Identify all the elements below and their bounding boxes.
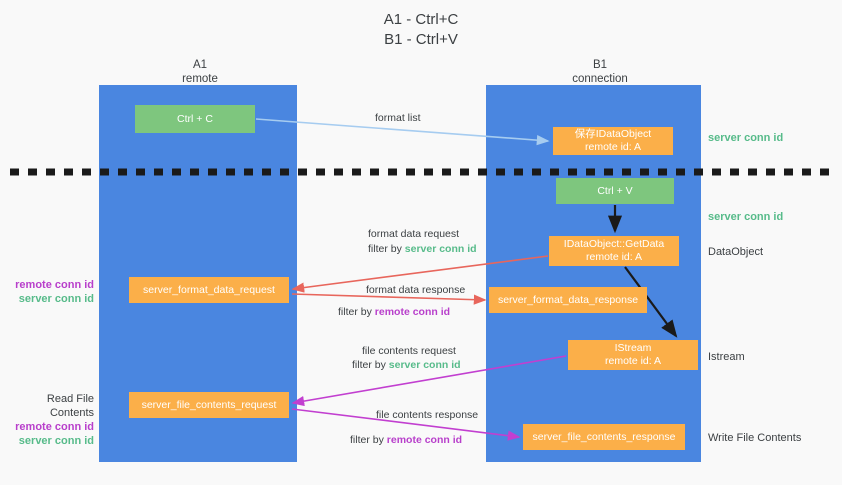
box-istream[interactable]: IStream remote id: A xyxy=(568,340,698,370)
label-format-data-response: format data response xyxy=(366,284,466,296)
box-save-idataobject-line2: remote id: A xyxy=(584,141,642,153)
filter-remote-conn-id-1: remote conn id xyxy=(374,306,451,318)
box-istream-line1: IStream xyxy=(614,342,652,354)
box-ctrl-c-label: Ctrl + C xyxy=(177,112,213,125)
annotation-write-file-contents: Write File Contents xyxy=(708,432,802,444)
box-getdata-line1: IDataObject::GetData xyxy=(563,238,665,250)
page-title: A1 - Ctrl+C B1 - Ctrl+V xyxy=(0,10,842,50)
column-header-a1: A1 remote xyxy=(120,58,280,86)
column-b1-role: connection xyxy=(572,73,628,85)
annotation-server-conn-id-top: server conn id xyxy=(708,132,784,144)
label-format-data-request: format data request xyxy=(368,228,460,240)
label-file-contents-response-filter: filter by remote conn id xyxy=(350,434,462,447)
annotation-dataobject: DataObject xyxy=(708,246,764,258)
column-header-b1: B1 connection xyxy=(520,58,680,86)
box-server-file-contents-response[interactable]: server_file_contents_response xyxy=(523,424,685,450)
title-line-2: B1 - Ctrl+V xyxy=(384,31,458,48)
filter-remote-conn-id-2: remote conn id xyxy=(386,434,463,446)
box-idataobject-getdata[interactable]: IDataObject::GetData remote id: A xyxy=(549,236,679,266)
label-format-list: format list xyxy=(375,112,421,124)
filter-by-text-3: filter by xyxy=(352,359,386,371)
box-server-format-data-response[interactable]: server_format_data_response xyxy=(489,287,647,313)
label-format-data-response-filter: filter by remote conn id xyxy=(338,306,450,319)
box-ctrl-v[interactable]: Ctrl + V xyxy=(556,178,674,204)
box-getdata-line2: remote id: A xyxy=(585,251,643,263)
box-ctrl-v-label: Ctrl + V xyxy=(597,184,633,197)
box-server-file-contents-request[interactable]: server_file_contents_request xyxy=(129,392,289,418)
box-server-file-contents-response-label: server_file_contents_response xyxy=(532,430,676,443)
title-line-1: A1 - Ctrl+C xyxy=(383,11,459,28)
filter-by-text-1: filter by xyxy=(368,243,402,255)
box-istream-line2: remote id: A xyxy=(604,355,662,367)
box-save-idataobject[interactable]: 保存IDataObject remote id: A xyxy=(553,127,673,155)
left-annotation-file: Read File Contents remote conn id server… xyxy=(0,392,94,448)
label-file-contents-request-filter: filter by server conn id xyxy=(352,359,461,372)
left-annotation-server-conn-id-2: server conn id xyxy=(18,435,94,447)
left-annotation-format: remote conn id server conn id xyxy=(0,278,94,306)
left-annotation-remote-conn-id-1: remote conn id xyxy=(15,279,94,291)
left-annotation-read-file-contents: Read File Contents xyxy=(46,393,94,419)
label-file-contents-request: file contents request xyxy=(362,345,456,357)
filter-by-text-2: filter by xyxy=(338,306,372,318)
annotation-istream: Istream xyxy=(708,351,745,363)
column-a1-name: A1 xyxy=(192,59,208,71)
box-server-format-data-request-label: server_format_data_request xyxy=(143,283,275,296)
box-save-idataobject-line1: 保存IDataObject xyxy=(574,128,652,140)
column-b1-name: B1 xyxy=(592,59,608,71)
box-server-format-data-request[interactable]: server_format_data_request xyxy=(129,277,289,303)
left-annotation-remote-conn-id-2: remote conn id xyxy=(15,421,94,433)
left-annotation-server-conn-id-1: server conn id xyxy=(18,293,94,305)
filter-server-conn-id-2: server conn id xyxy=(388,359,461,371)
box-ctrl-c[interactable]: Ctrl + C xyxy=(135,105,255,133)
filter-server-conn-id-1: server conn id xyxy=(404,243,477,255)
label-file-contents-response: file contents response xyxy=(376,409,479,421)
column-a1-role: remote xyxy=(182,73,218,85)
box-server-format-data-response-label: server_format_data_response xyxy=(497,293,639,306)
label-format-data-request-filter: filter by server conn id xyxy=(368,243,477,256)
box-server-file-contents-request-label: server_file_contents_request xyxy=(141,398,277,411)
filter-by-text-4: filter by xyxy=(350,434,384,446)
annotation-server-conn-id-mid: server conn id xyxy=(708,211,784,223)
